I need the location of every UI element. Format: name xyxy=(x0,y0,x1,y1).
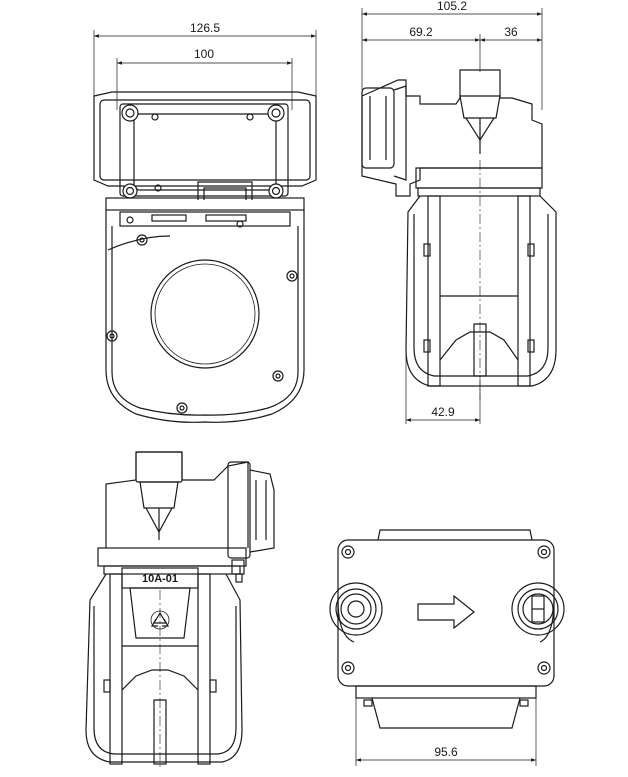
front-view: 126.5 100 xyxy=(93,21,317,423)
outlet-nozzle xyxy=(135,451,183,483)
screw-icon xyxy=(537,545,551,559)
flow-arrow-icon xyxy=(417,594,475,630)
screw-icon xyxy=(136,234,148,246)
inlet-port xyxy=(150,259,260,369)
dimension-label: 105.2 xyxy=(437,0,467,13)
rear-view: 10A-01 xyxy=(85,451,275,770)
screw-icon xyxy=(121,104,139,122)
outlet-nozzle xyxy=(459,95,501,119)
screw-icon xyxy=(122,183,138,199)
screw-icon xyxy=(268,183,284,199)
rear-top-housing xyxy=(105,451,249,548)
screw-icon xyxy=(176,402,188,414)
dimension-label: 95.6 xyxy=(434,745,458,759)
bottom-base xyxy=(355,685,537,699)
screw-icon xyxy=(286,270,298,282)
dimension-label: 100 xyxy=(194,47,214,61)
seal-handle xyxy=(197,181,253,200)
side-view: 105.2 69.2 36 xyxy=(361,0,557,424)
cover-plate xyxy=(133,113,277,191)
bottom-view: 95.6 xyxy=(329,529,565,766)
dimension-front-overall-width: 126.5 xyxy=(93,21,317,96)
dimension-side-split: 69.2 36 xyxy=(362,25,542,72)
dimension-label: 42.9 xyxy=(431,405,455,419)
side-top-housing xyxy=(361,69,543,197)
terminal-block xyxy=(227,461,251,559)
bottom-top-edge xyxy=(377,529,533,541)
top-housing xyxy=(93,91,317,187)
mounting-bracket xyxy=(119,211,291,227)
screw-icon xyxy=(537,661,551,675)
screw-icon xyxy=(267,104,285,122)
outlet-port xyxy=(511,582,565,636)
meter-body xyxy=(105,210,305,423)
screw-icon xyxy=(272,370,284,382)
inlet-port xyxy=(329,582,383,636)
screw-icon xyxy=(106,330,118,342)
terminal-block xyxy=(361,87,395,169)
dimension-label: 36 xyxy=(504,25,518,39)
model-code-label: 10A-01 xyxy=(142,573,178,585)
rear-flange xyxy=(97,547,247,567)
dimension-front-mount-width: 100 xyxy=(116,47,293,110)
dimension-side-overall-width: 105.2 xyxy=(361,0,543,110)
recycle-icon xyxy=(150,610,170,630)
screw-icon xyxy=(341,545,355,559)
dimension-label: 69.2 xyxy=(409,25,433,39)
screw-icon xyxy=(341,661,355,675)
side-flange xyxy=(415,167,543,189)
dimension-bottom-width: 95.6 xyxy=(355,698,537,766)
dimension-side-bottom: 42.9 xyxy=(405,352,481,424)
dimension-label: 126.5 xyxy=(190,21,220,35)
side-body xyxy=(405,195,557,387)
